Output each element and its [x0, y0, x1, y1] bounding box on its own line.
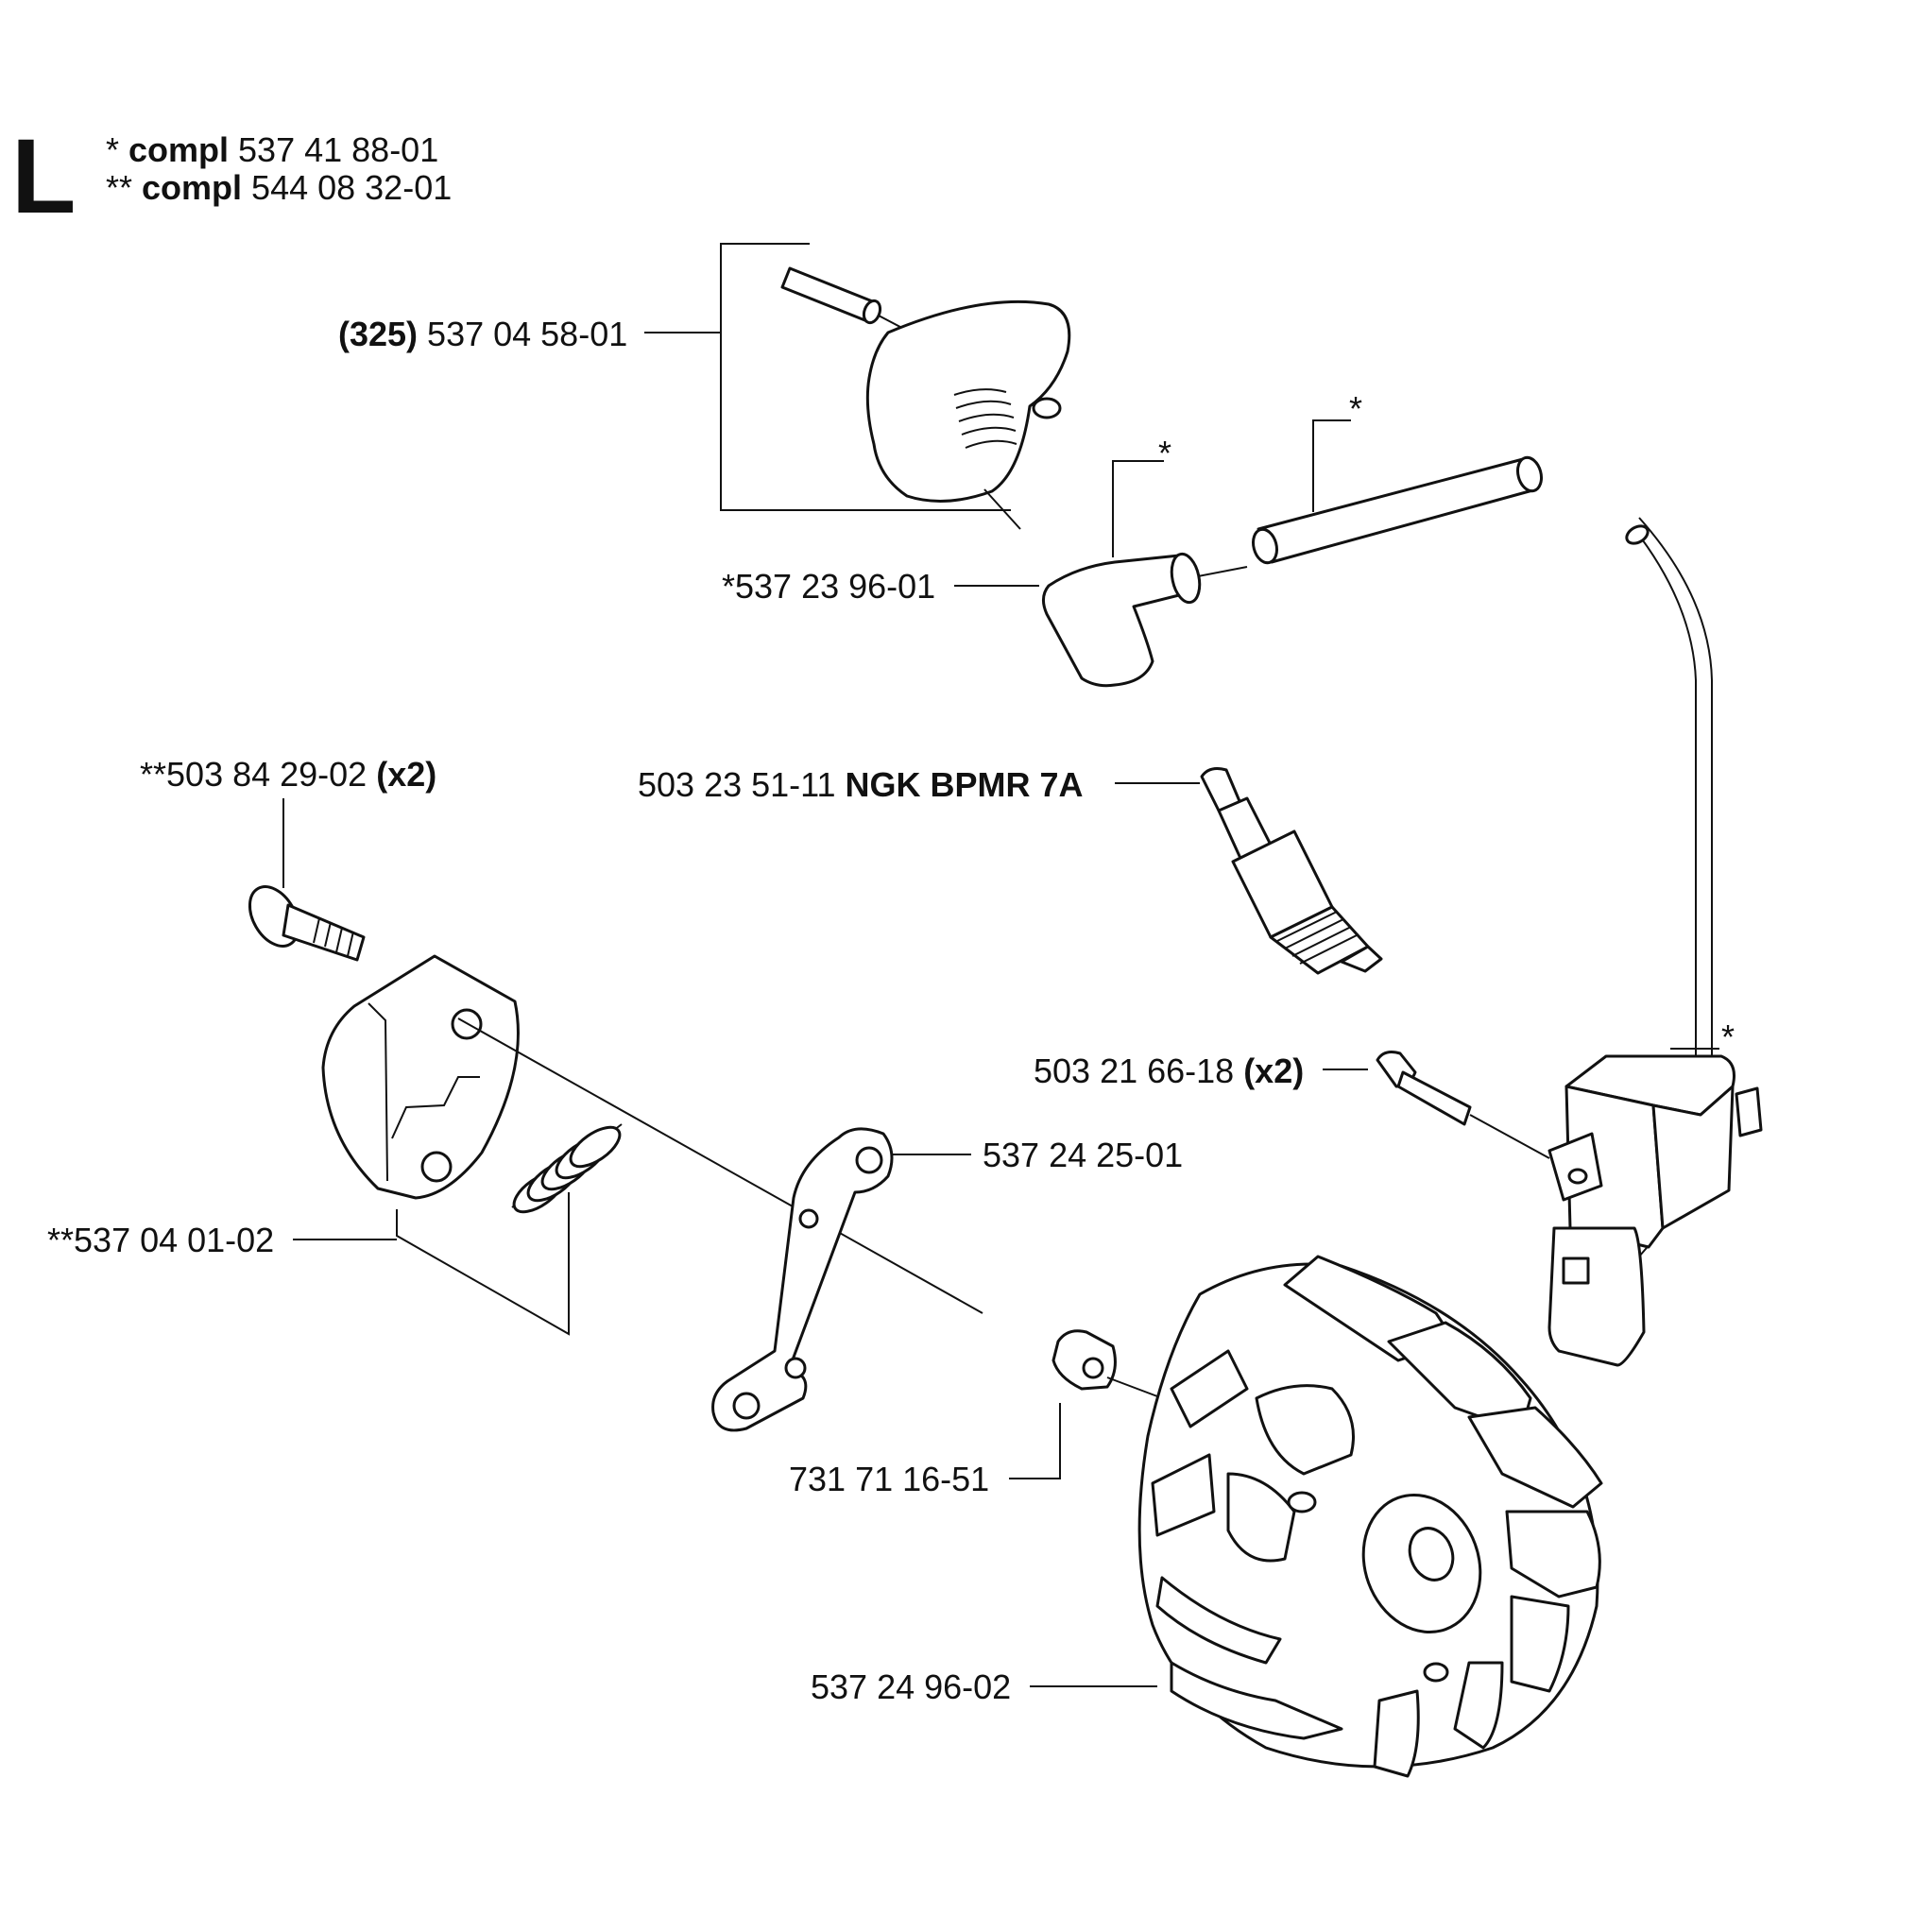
- ignition-coil: [1564, 1085, 1665, 1249]
- label-spark-plug: 503 23 51-11 NGK BPMR 7A: [638, 765, 1084, 804]
- bracket-hole-low: [784, 1357, 807, 1379]
- coil-block: [1562, 1257, 1590, 1285]
- pawl-hole-bottom: [420, 1151, 453, 1183]
- fin-7: [1373, 1689, 1420, 1778]
- spark-plug-group: 503 23 51-11 NGK BPMR 7A: [638, 765, 1383, 975]
- pawl-bracket-line: [396, 1192, 570, 1336]
- nut-axis: [1106, 1376, 1158, 1397]
- cap-pin: [780, 266, 877, 323]
- cap-vents: [953, 388, 1017, 449]
- sleeve-far-end: [1516, 455, 1543, 493]
- cable-sleeve-group: *: [1252, 389, 1543, 565]
- pawl-edge: [368, 1002, 388, 1182]
- cable-sleeve: [1257, 457, 1538, 564]
- spark-plug-thread-lines: [1276, 911, 1359, 965]
- starter-pawl: [321, 954, 520, 1200]
- boot-star-leader: [1112, 460, 1164, 557]
- compl-note-1: * compl 537 41 88-01: [106, 130, 438, 169]
- pawl-slot: [391, 1076, 480, 1139]
- coil-screw-group: 503 21 66-18 (x2): [1034, 1051, 1550, 1159]
- flywheel-hub-bore: [1408, 1527, 1455, 1582]
- pawl-axis: [457, 1017, 983, 1314]
- starter-pawl-group: **537 04 01-02: [47, 954, 983, 1336]
- cap-bracket-line: [720, 243, 1011, 511]
- spark-plug-boot: [1042, 554, 1201, 688]
- label-ignition-cap: (325) 537 04 58-01: [338, 315, 627, 353]
- fin-3: [1467, 1406, 1603, 1509]
- cap-hole: [1032, 397, 1062, 419]
- nut-hole: [1082, 1357, 1104, 1379]
- label-coil-star: *: [1721, 1017, 1735, 1056]
- flywheel-web-1: [1255, 1384, 1355, 1476]
- label-pawl-screw: **503 84 29-02 (x2): [140, 755, 436, 794]
- sleeve-end: [1252, 527, 1278, 565]
- coil-lug-hole: [1567, 1168, 1588, 1185]
- label-boot-star: *: [1158, 434, 1171, 472]
- fin-4: [1505, 1510, 1601, 1599]
- flywheel-group: 537 24 96-02: [811, 1255, 1603, 1778]
- spark-plug-electrode: [1340, 945, 1383, 973]
- spark-plug-boot-group: * *537 23 96-01: [722, 434, 1248, 688]
- label-spark-plug-boot: *537 23 96-01: [722, 567, 935, 606]
- section-letter: L: [11, 117, 76, 235]
- coil-terminal: [1735, 1086, 1763, 1137]
- fin-8: [1170, 1661, 1343, 1740]
- label-nut: 731 71 16-51: [789, 1460, 989, 1498]
- pawl-screw-group: **503 84 29-02 (x2): [140, 755, 436, 962]
- pawl-screw-shaft: [282, 903, 366, 962]
- coil-lug: [1547, 1132, 1603, 1202]
- label-bracket: 537 24 25-01: [983, 1136, 1183, 1174]
- nut: [1051, 1329, 1117, 1391]
- label-starter-pawl: **537 04 01-02: [47, 1221, 274, 1259]
- flywheel-window-1: [1170, 1349, 1249, 1428]
- compl-note-2: ** compl 544 08 32-01: [106, 168, 452, 207]
- ignition-cap: [865, 299, 1071, 503]
- boot-wire: [1197, 566, 1248, 577]
- bracket-group: 537 24 25-01: [711, 1127, 1183, 1432]
- coil-screw-axis: [1469, 1114, 1550, 1159]
- fin-2: [1387, 1321, 1532, 1433]
- cap-axis: [983, 488, 1021, 530]
- spring-coil-5: [569, 1125, 622, 1169]
- ignition-cap-group: (325) 537 04 58-01: [338, 243, 1071, 530]
- bracket-hole-mid: [798, 1208, 819, 1229]
- flywheel-window-2: [1151, 1453, 1216, 1537]
- pawl-spring: [511, 1123, 623, 1214]
- bracket-hole-top: [855, 1146, 883, 1174]
- label-flywheel: 537 24 96-02: [811, 1667, 1011, 1706]
- flywheel-hole-1: [1287, 1491, 1317, 1513]
- nut-group: 731 71 16-51: [789, 1329, 1158, 1498]
- ignition-coil-group: *: [1547, 1017, 1763, 1367]
- label-cable-star: *: [1349, 389, 1362, 428]
- fin-6: [1453, 1661, 1504, 1750]
- fin-5: [1510, 1595, 1570, 1693]
- fin-9: [1155, 1576, 1282, 1665]
- bracket: [711, 1127, 894, 1432]
- flywheel-fins: [1155, 1255, 1603, 1778]
- cable-star-leader: [1312, 419, 1351, 512]
- bracket-hole-bottom: [732, 1392, 761, 1420]
- flywheel-web-2: [1226, 1472, 1296, 1563]
- label-coil-screw: 503 21 66-18 (x2): [1034, 1051, 1304, 1090]
- ht-cable-end: [1625, 524, 1650, 545]
- cap-pin-end: [862, 299, 882, 325]
- coil-side: [1651, 1085, 1735, 1230]
- flywheel-hole-2: [1423, 1662, 1449, 1683]
- coil-base: [1547, 1226, 1646, 1367]
- nut-leader: [1009, 1403, 1061, 1479]
- coil-screw-shaft: [1396, 1070, 1472, 1126]
- pawl-screw-thread-lines: [313, 917, 354, 957]
